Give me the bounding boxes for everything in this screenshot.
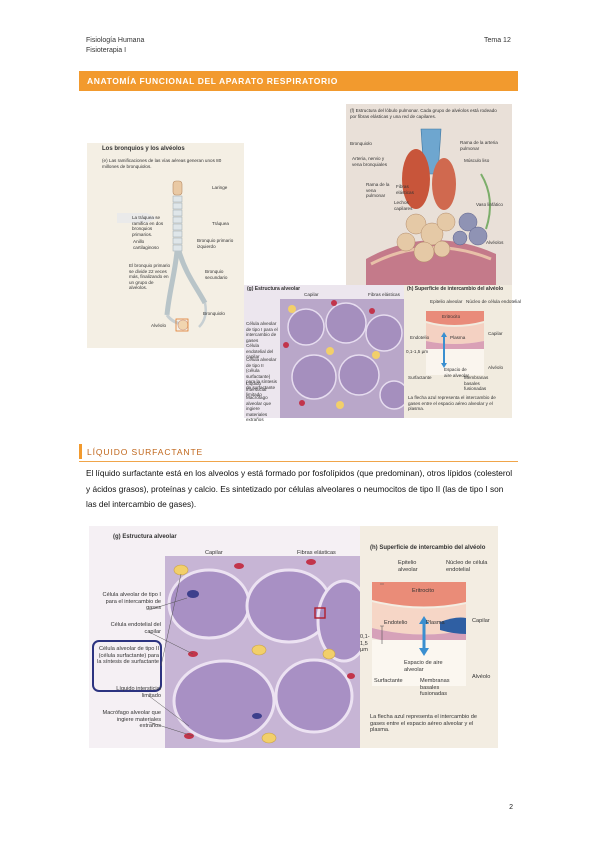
exchange-large-label-endothelium: Endotelio [384,620,408,626]
alveolar-small-label-elastic-fibers: Fibras elásticas [368,292,400,297]
exchange-small-label-erythrocyte: Eritrocito [442,314,461,319]
label-bronchiole: Bronquiolo [203,311,225,316]
exchange-large-label-thickness: 0,1-1,5 µm [360,634,370,653]
exchange-large-label-capillary: Capilar [472,618,490,624]
exchange-large-illustration [372,582,466,686]
exchange-large-note: La flecha azul representa el intercambio… [370,714,477,733]
alveolar-large-label-elastic-fibers: Fibras elásticas [297,550,336,556]
exchange-small-caption: (h) Superficie de intercambio del alvéol… [407,286,504,292]
lobule-figure: (f) Estructura del lóbulo pulmonar. Cada… [346,104,512,289]
label-bronchus-divides: El bronquio primario se divide 22 veces … [129,263,171,290]
exchange-large-label-epithelium: Epitelio alveolar [398,560,418,573]
surfactant-paragraph: El líquido surfactante está en los alveo… [86,468,513,509]
exchange-large-label-nucleus: Núcleo de célula endotelial [446,560,488,573]
lobule-label-pulmonary-vein: Rama de la vena pulmonar [366,182,390,198]
lobule-label-smooth-muscle: Músculo liso [464,158,490,163]
exchange-small-label-nucleus: Núcleo de célula endotelial [466,299,521,304]
lobule-label-capillary-beds: Lechos capilares [394,200,413,211]
lobule-illustration [366,128,496,289]
section-surfactant-title: LÍQUIDO SURFACTANTE [87,447,204,457]
alveolar-large-label-interstitial: Líquido intersticial limitado [116,686,161,699]
label-cartilage-ring: Anillo cartilaginoso [133,239,159,250]
lobule-label-bronchial-vessels: Arteria, nervio y vena bronquiales [352,156,387,167]
exchange-small-label-membranes: Membranas basales fusionadas [464,375,489,391]
alveolar-large-illustration [92,556,360,748]
alveolar-large-label-type2: Célula alveolar de tipo II (célula surfa… [97,646,159,665]
exchange-large-label-erythrocyte: Eritrocito [412,588,435,594]
alveolar-small-label-capillary: Capilar [304,292,319,297]
alveolar-small-caption: (g) Estructura alveolar [247,286,301,292]
alveolar-small-label-type2: Célula alveolar de tipo II (célula surfa… [246,357,277,390]
lobule-label-lymphatic: Vaso linfático [476,202,503,207]
exchange-large-label-surfactant: Surfactante [374,678,403,684]
exchange-small-label-epithelium: Epitelio alveolar [430,299,463,304]
lobule-label-elastic-fibers: Fibras elásticas [396,184,414,195]
label-alveolus: Alvéolo [151,323,167,328]
label-secondary-bronchus: Bronquio secundario [205,269,228,280]
alveolar-large-label-type1: Célula alveolar de tipo I para el interc… [102,592,161,611]
label-larynx: Laringe [212,185,228,190]
exchange-large-label-alveolus: Alvéolo [472,674,491,680]
alveolar-structure-figure: (g) Estructura alveolar Capilar Fi [89,526,360,748]
alveolar-large-caption: (g) Estructura alveolar [113,534,177,540]
label-trachea-branches: La tráquea se ramifica en dos bronquios … [132,215,164,237]
exchange-small-label-endothelium: Endotelio [410,335,430,340]
exchange-small-note: La flecha azul representa el intercambio… [408,395,496,411]
lobule-label-alveoli: Alvéolos [486,240,504,245]
exchange-large-caption: (h) Superficie de intercambio del alvéol… [370,545,486,551]
lobule-caption: (f) Estructura del lóbulo pulmonar. Cada… [350,108,497,119]
lobule-label-pulmonary-artery: Rama de la arteria pulmonar [460,140,498,151]
header-course: Fisiología Humana [86,37,145,44]
exchange-small-label-surfactant: Surfactante [408,375,432,380]
exchange-small-label-air-space: Espacio de aire alveolar [444,367,470,378]
alveolar-small-label-endothelial: Célula endotelial del capilar [246,343,274,359]
alveolar-small-label-interstitial: Líquido intersticial limitado [246,381,267,397]
label-left-primary-bronchus: Bronquio primario izquierdo [197,238,234,249]
exchange-large-label-plasma: Plasma [426,620,445,626]
exchange-large-label-air-space: Espacio de aire alveolar [404,660,443,673]
bronchi-figure-title: Los bronquios y los alvéolos [102,146,185,152]
label-trachea: Tráquea [212,221,229,226]
exchange-small-label-thickness: 0,1-1,5 µm [406,349,429,354]
exchange-small-label-plasma: Plasma [450,335,466,340]
alveolar-large-label-macrophage: Macrófago alveolar que ingiere materiale… [102,710,161,729]
section-banner: ANATOMÍA FUNCIONAL DEL APARATO RESPIRATO… [79,71,518,91]
header-degree: Fisioterapia I [86,47,127,54]
alveolar-small-label-macrophage: Macrófago alveolar que ingiere materiale… [246,395,272,422]
lobule-label-bronchiole: Bronquiolo [350,141,372,146]
exchange-small-label-alveolus: Alvéolo [488,365,504,370]
exchange-surface-figure: (h) Superficie de intercambio del alvéol… [360,526,498,748]
alveolar-large-label-endothelial: Célula endotelial del capilar [110,622,161,635]
section-heading-surfactant: LÍQUIDO SURFACTANTE [79,441,518,462]
exchange-surface-figure-small: (h) Superficie de intercambio del alvéol… [404,285,521,418]
bronchial-tree-illustration [117,180,208,332]
bronchi-figure: Los bronquios y los alvéolos (e) Las ram… [87,143,244,348]
exchange-small-label-capillary: Capilar [488,331,503,336]
page-number: 2 [509,804,513,811]
exchange-small-illustration [426,311,484,375]
exchange-large-label-membranes: Membranas basales fusionadas [420,678,450,697]
alveolar-small-illustration [280,299,404,418]
alveolar-structure-figure-small: (g) Estructura alveolar Capilar Fibras e… [244,285,404,422]
alveolar-large-label-capillary: Capilar [205,550,223,556]
section-title: ANATOMÍA FUNCIONAL DEL APARATO RESPIRATO… [87,76,338,86]
section-accent-bar [79,444,82,459]
alveolar-small-label-type1: Célula alveolar de tipo I para el interc… [246,321,278,343]
bronchi-caption: (e) Las ramificaciones de las vías aérea… [102,158,222,169]
header-topic: Tema 12 [484,37,511,44]
